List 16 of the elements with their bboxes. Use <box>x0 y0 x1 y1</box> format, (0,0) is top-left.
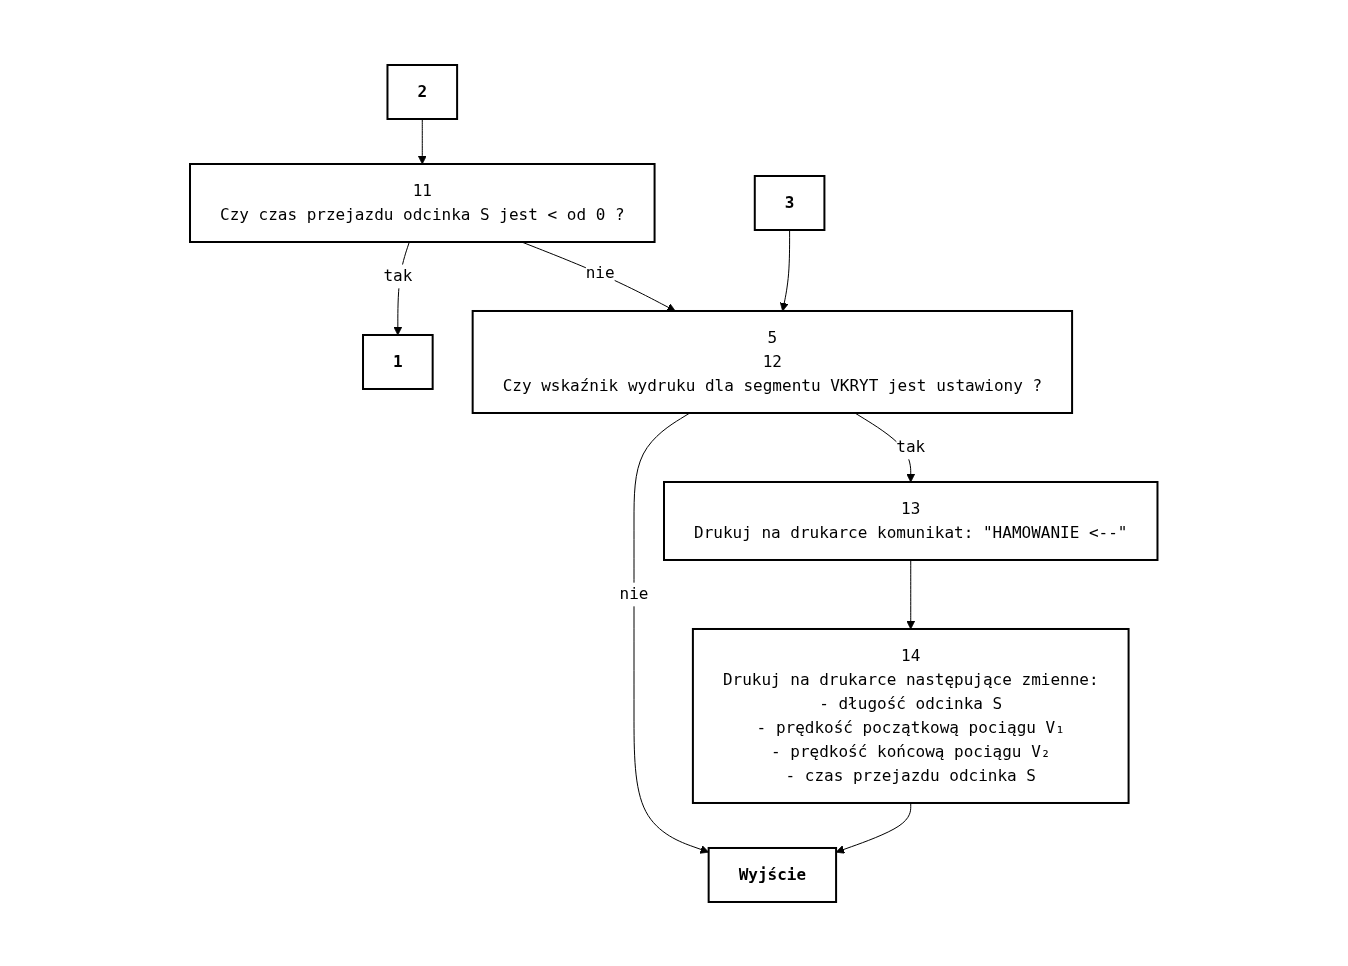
edge-label: nie <box>619 583 649 603</box>
node-box: 13 Drukuj na drukarce komunikat: "HAMOWANIE <--" <box>663 480 1159 561</box>
node-box: 2 <box>386 63 459 120</box>
arrow <box>780 229 791 311</box>
edge-label: tak <box>383 266 413 285</box>
node-box: 14 Drukuj na drukarce następujące zmienne: - długość odcinka S - prędkość początkową pociągu V₁ - prędkość końcową pociągu V₂ - czas przejazdu odcinka S <box>692 627 1130 804</box>
node-box: 3 <box>754 174 826 231</box>
edge-label: nie <box>585 262 615 282</box>
node-box: 11 Czy czas przejazdu odcinka S jest < od 0 ? <box>189 162 656 243</box>
node-box: 5 12 Czy wskaźnik wydruku dla segmentu VKRYT jest ustawiony ? <box>471 309 1074 414</box>
edge-label: tak <box>896 436 926 456</box>
arrow <box>906 559 916 629</box>
arrow <box>521 241 676 311</box>
arrow <box>418 118 427 164</box>
node-box: 1 <box>362 333 434 390</box>
node-box: Wyjście <box>707 846 838 903</box>
